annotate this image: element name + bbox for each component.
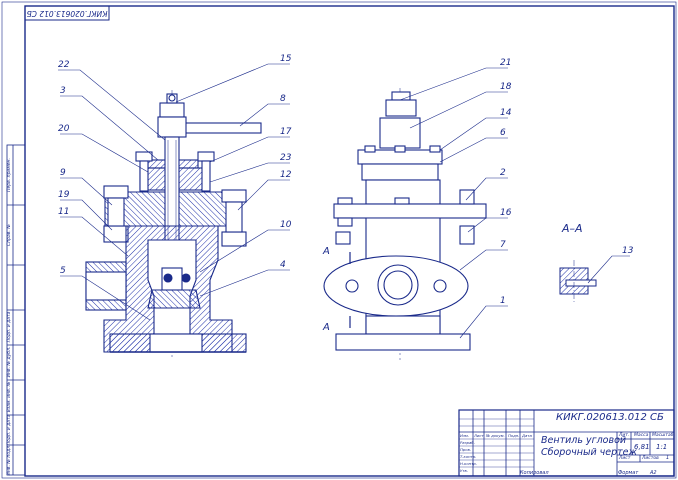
callout-4: 4 <box>280 260 286 270</box>
sheets-count: 1 <box>666 455 670 461</box>
title-name-line1: Вентиль угловой <box>541 435 627 446</box>
callout-11: 11 <box>58 207 69 217</box>
callout-15: 15 <box>280 54 292 64</box>
scale-label: Масштаб <box>652 433 674 438</box>
row-razrab: Разраб. <box>460 440 475 445</box>
left-section-view <box>85 90 262 360</box>
callout-9: 9 <box>60 168 66 178</box>
callout-5: 5 <box>60 266 66 276</box>
left-leaders <box>58 63 290 321</box>
callout-13: 13 <box>622 246 634 256</box>
format-label: Формат <box>618 470 639 476</box>
section-cut-labels: А А <box>322 246 330 333</box>
row-nkontr: Н.контр. <box>460 461 477 466</box>
title-block <box>458 409 675 477</box>
row-utv: Утв. <box>460 468 468 473</box>
side-stamp-labels: Перв. примен. Справ. № Подп. и дата Инв.… <box>6 158 12 475</box>
title-designation: КИКГ.020613.012 СБ <box>556 412 664 423</box>
mass-value: 6,81 <box>634 443 650 451</box>
row-date: Дата <box>522 433 532 438</box>
row-prov: Пров. <box>460 447 472 452</box>
row-doc-no: № докум. <box>486 433 505 438</box>
callout-7: 7 <box>500 240 506 250</box>
cut-marker-bottom: А <box>322 322 330 333</box>
callout-22: 22 <box>58 60 70 70</box>
callout-2: 2 <box>500 168 506 178</box>
right-exterior-view <box>323 88 487 360</box>
cut-marker-top: А <box>322 246 330 257</box>
side-perv-primen: Перв. примен. <box>6 158 12 192</box>
row-list: Лист <box>474 433 484 438</box>
callout-12: 12 <box>280 170 292 180</box>
side-sprav: Справ. № <box>6 224 12 246</box>
rotated-designation-box: КИКГ.020613.012 СБ <box>24 5 110 21</box>
format-value: А2 <box>650 470 657 476</box>
side-podp-data-2: Подп. и дата <box>6 414 12 445</box>
mass-label: Масса <box>634 433 649 438</box>
rotated-designation: КИКГ.020613.012 СБ <box>27 9 108 18</box>
section-aa-detail <box>559 255 630 302</box>
callout-8: 8 <box>280 94 286 104</box>
callout-1: 1 <box>500 296 506 306</box>
side-podp-data-1: Подп. и дата <box>6 311 12 342</box>
callout-19: 19 <box>58 190 70 200</box>
row-tkontr: Т.контр. <box>460 454 477 459</box>
copied-label: Копировал <box>520 470 549 476</box>
scale-value: 1:1 <box>656 443 668 451</box>
callout-10: 10 <box>280 220 292 230</box>
sheet-label: Лист <box>619 456 631 461</box>
callout-6: 6 <box>500 128 506 138</box>
row-sign: Подп. <box>508 433 520 438</box>
callout-20: 20 <box>58 124 70 134</box>
side-inv-dubl: Инв. № дубл. <box>6 347 12 378</box>
callout-17: 17 <box>280 127 292 137</box>
side-vzam-inv: Взам. инв. № <box>6 381 12 412</box>
callout-18: 18 <box>500 82 512 92</box>
callout-14: 14 <box>500 108 512 118</box>
sheets-label: Листов <box>642 456 659 461</box>
callout-21: 21 <box>500 58 511 68</box>
section-label: А–А <box>561 222 583 235</box>
right-leaders <box>399 67 508 339</box>
right-callout-numbers: 21 18 14 6 2 16 7 1 <box>500 58 512 306</box>
side-stamp <box>6 144 26 476</box>
lit-label: Лит. <box>619 433 630 438</box>
left-callout-numbers: 22 3 20 9 19 11 5 15 8 17 23 12 10 4 <box>58 54 292 276</box>
title-name-line2: Сборочный чертеж <box>541 447 638 458</box>
callout-3: 3 <box>60 86 66 96</box>
callout-16: 16 <box>500 208 512 218</box>
row-izm: Изм. <box>460 433 469 438</box>
side-inv-podl: Инв. № подл. <box>6 444 12 475</box>
callout-23: 23 <box>280 153 292 163</box>
